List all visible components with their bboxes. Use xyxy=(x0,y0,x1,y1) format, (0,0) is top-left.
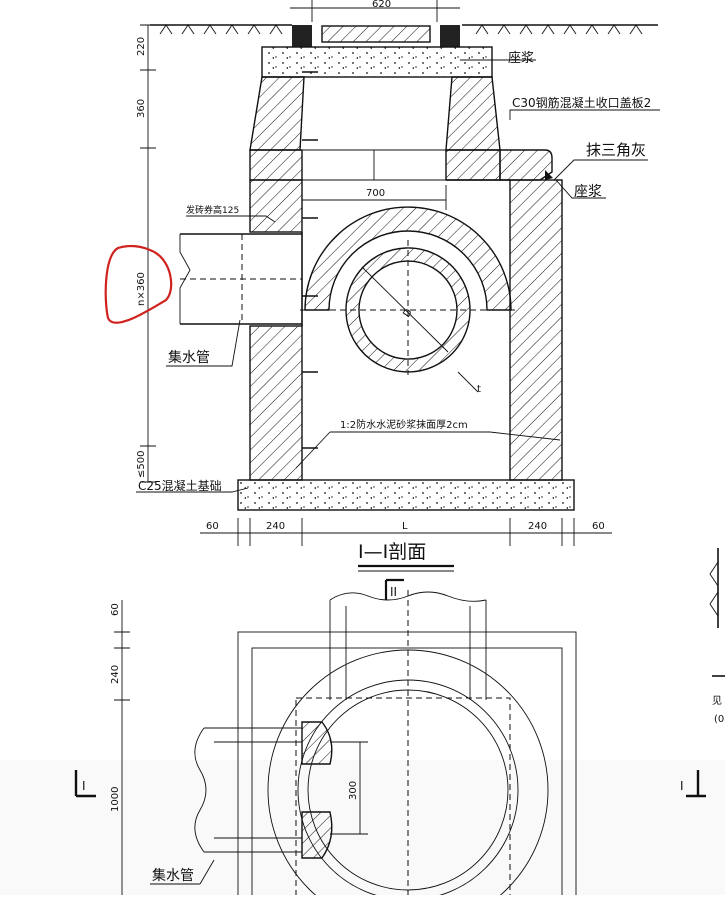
plan-300-dimension: 300 xyxy=(330,741,368,835)
plan-wall-outer xyxy=(251,647,563,899)
dim-220: 220 xyxy=(136,37,147,56)
seat-mortar-top-slab xyxy=(261,46,493,78)
dim-b-60-right: 60 xyxy=(592,521,605,532)
dim-b-60-left: 60 xyxy=(206,521,219,532)
red-annotation-mark xyxy=(104,244,173,324)
partial-right-drawing: 见 (0 xyxy=(709,548,725,725)
partial-label-2: (0 xyxy=(714,714,724,725)
cone-wall-right xyxy=(445,76,501,151)
cut-marker-left: I xyxy=(74,770,96,798)
dim-300: 300 xyxy=(348,781,359,800)
main-pipe xyxy=(345,247,471,373)
inner-width-dimension: 700 xyxy=(301,185,447,210)
cone-wall-left xyxy=(249,76,305,151)
cut-marker-right: I xyxy=(680,770,706,798)
cut-label-right: I xyxy=(680,779,684,793)
dim-700: 700 xyxy=(366,188,385,199)
plan-pipe-top xyxy=(329,590,487,895)
partial-label-1: 见 xyxy=(712,695,722,707)
dim-500: ≤500 xyxy=(136,451,147,478)
plan-outer-circle xyxy=(267,649,549,899)
plan-middle-circle xyxy=(297,679,519,899)
plan-inner-circle xyxy=(307,689,509,891)
section-title: I—I剖面 xyxy=(358,541,426,563)
section-title-block: I—I剖面 xyxy=(358,541,454,572)
brick-arch xyxy=(304,206,512,311)
plan-inner-dashed xyxy=(295,697,511,899)
label-seat-mortar-top: 座浆 xyxy=(508,51,534,66)
plan-foundation-outline xyxy=(237,631,577,899)
step-irons xyxy=(302,71,318,449)
dim-p-60: 60 xyxy=(110,603,121,616)
top-opening-dimension: 620 xyxy=(290,0,460,22)
manhole-cover xyxy=(292,25,460,47)
wall-left-lower xyxy=(249,325,303,481)
slab-right xyxy=(445,149,501,181)
height-dimensions: 220 360 n×360 ≤500 xyxy=(136,24,156,483)
dim-b-240-right: 240 xyxy=(528,521,547,532)
label-water-pipe-upper: 集水管 xyxy=(168,349,210,366)
dim-top-opening: 620 xyxy=(372,0,391,10)
wall-right xyxy=(509,179,563,481)
dim-p-240: 240 xyxy=(110,665,121,684)
cut-label-left: I xyxy=(82,779,86,793)
plan-height-dimensions: 60 240 1000 xyxy=(110,600,130,895)
label-triangle-ash: 抹三角灰 xyxy=(586,141,646,159)
section-marker-ii: II xyxy=(384,578,404,600)
label-water-pipe-lower: 集水管 xyxy=(152,867,194,884)
scan-shading xyxy=(0,760,725,895)
triangle-ash-mark xyxy=(545,170,553,180)
ground-line xyxy=(150,24,658,35)
label-seat-mortar-right: 座浆 xyxy=(574,184,602,200)
plan-pipe-entry xyxy=(301,721,333,859)
slab-left xyxy=(249,149,303,181)
cover-slab-projection xyxy=(499,149,553,181)
label-waterproof-plaster: 1:2防水水泥砂浆抹面厚2cm xyxy=(340,418,468,431)
dim-b-240-left: 240 xyxy=(266,521,285,532)
bottom-dimensions: 60 240 L 240 60 xyxy=(200,518,612,546)
dim-p-1000: 1000 xyxy=(110,787,121,812)
dim-360: 360 xyxy=(136,99,147,118)
plan-water-pipe xyxy=(194,727,302,853)
marker-ii-label: II xyxy=(390,585,397,599)
dim-nx360: n×360 xyxy=(136,272,147,306)
label-cover-slab: C30钢筋混凝土收口盖板2 xyxy=(512,95,651,110)
label-foundation: C25混凝土基础 xyxy=(138,478,222,493)
pipe-t-label: t xyxy=(477,384,481,395)
dim-b-l: L xyxy=(402,521,408,532)
leader-lines xyxy=(136,59,660,493)
label-brick-arch: 发砖券高125 xyxy=(186,204,239,216)
wall-left-upper xyxy=(249,179,303,233)
water-pipe-upper-section xyxy=(179,233,302,325)
foundation-slab xyxy=(237,479,575,511)
